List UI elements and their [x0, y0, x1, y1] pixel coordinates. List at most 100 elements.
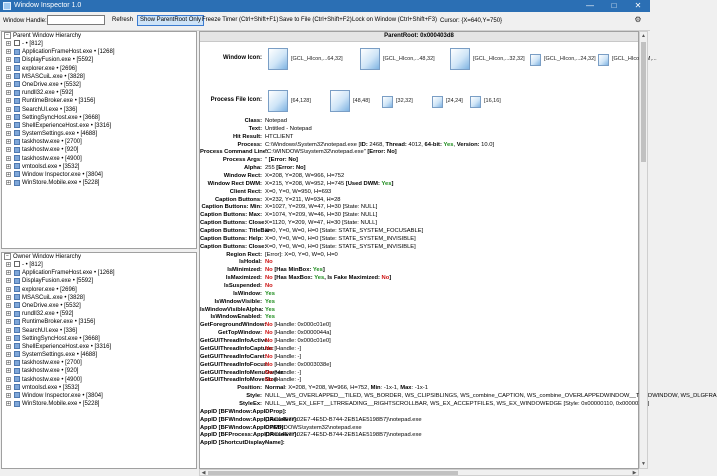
scroll-left-icon[interactable]: ◀	[201, 470, 206, 476]
expand-icon[interactable]: +	[6, 180, 11, 187]
vertical-scrollbar[interactable]: ▲ ▼	[639, 31, 648, 469]
refresh-button[interactable]: Refresh	[112, 17, 134, 23]
expand-icon[interactable]: +	[6, 352, 11, 359]
tree-item[interactable]: +OneDrive.exe • [5532]	[2, 302, 196, 310]
tree-item[interactable]: +RuntimeBroker.exe • [3156]	[2, 318, 196, 326]
property-key: IsSuspended:	[223, 283, 262, 290]
window-handle-input[interactable]	[47, 15, 105, 25]
expand-icon[interactable]: +	[6, 327, 11, 334]
tree-item[interactable]: +- • [812]	[2, 40, 196, 48]
tree-item[interactable]: +MSASCuiL.exe • [3828]	[2, 294, 196, 302]
expand-icon[interactable]: +	[6, 262, 11, 268]
expand-icon[interactable]: +	[6, 376, 11, 383]
tree-item[interactable]: +ShellExperienceHost.exe • [3316]	[2, 122, 196, 130]
tree-item[interactable]: +explorer.exe • [2696]	[2, 64, 196, 73]
tree-item[interactable]: +SearchUI.exe • [336]	[2, 105, 196, 114]
expand-icon[interactable]: +	[6, 81, 11, 88]
expand-icon[interactable]: +	[6, 163, 11, 170]
expand-icon[interactable]: +	[6, 343, 11, 350]
freeze-timer-button[interactable]: Freeze Timer (Ctrl+Shift+F1)	[202, 17, 279, 23]
expand-icon[interactable]: +	[6, 139, 11, 146]
expand-icon[interactable]: +	[6, 131, 11, 138]
save-to-file-button[interactable]: Save to File (Ctrl+Shift+F2)	[279, 17, 352, 23]
tree-item[interactable]: +ApplicationFrameHost.exe • [1268]	[2, 48, 196, 56]
show-parent-root-only-button[interactable]: Show ParentRoot Only	[137, 15, 205, 26]
tree-item[interactable]: +ShellExperienceHost.exe • [3316]	[2, 343, 196, 351]
expand-icon[interactable]: +	[6, 270, 11, 277]
expand-icon[interactable]: +	[6, 90, 11, 97]
expand-icon[interactable]: +	[6, 335, 11, 342]
tree-item[interactable]: +Window Inspector.exe • [3804]	[2, 171, 196, 179]
tree-item[interactable]: +WinStore.Mobile.exe • [5228]	[2, 400, 196, 408]
expand-icon[interactable]: +	[6, 384, 11, 391]
expand-icon[interactable]: +	[6, 319, 11, 326]
tree-item-label: - • [812]	[22, 262, 43, 268]
expand-icon[interactable]: +	[6, 294, 11, 301]
maximize-button[interactable]: □	[611, 1, 617, 10]
tree-item[interactable]: +SettingSyncHost.exe • [3668]	[2, 114, 196, 122]
expand-icon[interactable]: +	[6, 49, 11, 56]
tree-item[interactable]: +DisplayFusion.exe • [5592]	[2, 56, 196, 64]
minimize-button[interactable]: —	[586, 1, 594, 10]
expand-icon[interactable]: +	[6, 147, 11, 154]
tree-item[interactable]: +RuntimeBroker.exe • [3156]	[2, 97, 196, 105]
tree-item[interactable]: +SystemSettings.exe • [4688]	[2, 130, 196, 138]
expand-icon[interactable]: +	[6, 41, 11, 47]
scroll-up-icon[interactable]: ▲	[641, 33, 646, 39]
expand-icon[interactable]: +	[6, 114, 11, 121]
expand-icon[interactable]: +	[6, 106, 11, 113]
scroll-down-icon[interactable]: ▼	[641, 461, 646, 467]
tree-item[interactable]: +OneDrive.exe • [5532]	[2, 81, 196, 89]
expand-icon[interactable]: +	[6, 57, 11, 64]
expand-icon[interactable]: +	[6, 311, 11, 318]
tree-item[interactable]: + - • [812]	[2, 261, 196, 269]
tree-item[interactable]: +vmtoolsd.exe • [3532]	[2, 384, 196, 392]
tree-item[interactable]: +taskhostw.exe • [2700]	[2, 359, 196, 367]
tree-item[interactable]: +vmtoolsd.exe • [3532]	[2, 163, 196, 171]
expand-icon[interactable]: +	[6, 401, 11, 408]
tree-item[interactable]: +SystemSettings.exe • [4688]	[2, 351, 196, 359]
parent-window-hierarchy-pane[interactable]: −Parent Window Hierarchy +- • [812]+Appl…	[1, 31, 197, 249]
expand-icon[interactable]: +	[6, 172, 11, 178]
collapse-icon[interactable]: −	[4, 253, 11, 260]
scroll-thumb[interactable]	[641, 42, 646, 162]
expand-icon[interactable]: +	[6, 393, 11, 399]
scroll-thumb[interactable]	[208, 471, 458, 475]
scroll-right-icon[interactable]: ▶	[632, 470, 637, 476]
expand-icon[interactable]: +	[6, 122, 11, 129]
owner-tree-header[interactable]: −Owner Window Hierarchy	[2, 253, 196, 261]
expand-icon[interactable]: +	[6, 155, 11, 162]
horizontal-scrollbar[interactable]: ◀ ▶	[199, 469, 639, 476]
tree-item[interactable]: +rundll32.exe • [592]	[2, 310, 196, 318]
tree-item[interactable]: +taskhostw.exe • [920]	[2, 146, 196, 154]
tree-item[interactable]: +taskhostw.exe • [4900]	[2, 155, 196, 163]
title-bar[interactable]: Window Inspector 1.0 — □ ✕	[0, 0, 650, 12]
tree-item[interactable]: +ApplicationFrameHost.exe • [1268]	[2, 269, 196, 277]
owner-window-hierarchy-pane[interactable]: −Owner Window Hierarchy + - • [812]+Appli…	[1, 252, 197, 469]
expand-icon[interactable]: +	[6, 98, 11, 105]
property-row: AppID [BFWindow:AppIDResolver]:{1AC14E77…	[200, 417, 640, 425]
expand-icon[interactable]: +	[6, 360, 11, 367]
close-button[interactable]: ✕	[634, 1, 642, 10]
tree-item[interactable]: +DisplayFusion.exe • [5592]	[2, 277, 196, 285]
lock-on-window-button[interactable]: Lock on Window (Ctrl+Shift+F3)	[352, 17, 438, 23]
tree-item[interactable]: +WinStore.Mobile.exe • [5228]	[2, 179, 196, 187]
tree-item[interactable]: +SearchUI.exe • [336]	[2, 326, 196, 335]
tree-item[interactable]: +SettingSyncHost.exe • [3668]	[2, 335, 196, 343]
expand-icon[interactable]: +	[6, 368, 11, 375]
tree-item[interactable]: +taskhostw.exe • [920]	[2, 367, 196, 375]
expand-icon[interactable]: +	[6, 302, 11, 309]
expand-icon[interactable]: +	[6, 65, 11, 72]
tree-item[interactable]: +MSASCuiL.exe • [3828]	[2, 73, 196, 81]
tree-item[interactable]: +taskhostw.exe • [4900]	[2, 376, 196, 384]
tree-item[interactable]: +rundll32.exe • [592]	[2, 89, 196, 97]
gear-icon[interactable]: ⚙	[634, 15, 642, 24]
tree-item[interactable]: +taskhostw.exe • [2700]	[2, 138, 196, 146]
tree-item[interactable]: +explorer.exe • [2696]	[2, 285, 196, 294]
expand-icon[interactable]: +	[6, 278, 11, 285]
expand-icon[interactable]: +	[6, 286, 11, 293]
parent-tree-header[interactable]: −Parent Window Hierarchy	[2, 32, 196, 40]
tree-item[interactable]: +Window Inspector.exe • [3804]	[2, 392, 196, 400]
collapse-icon[interactable]: −	[4, 32, 11, 39]
expand-icon[interactable]: +	[6, 73, 11, 80]
